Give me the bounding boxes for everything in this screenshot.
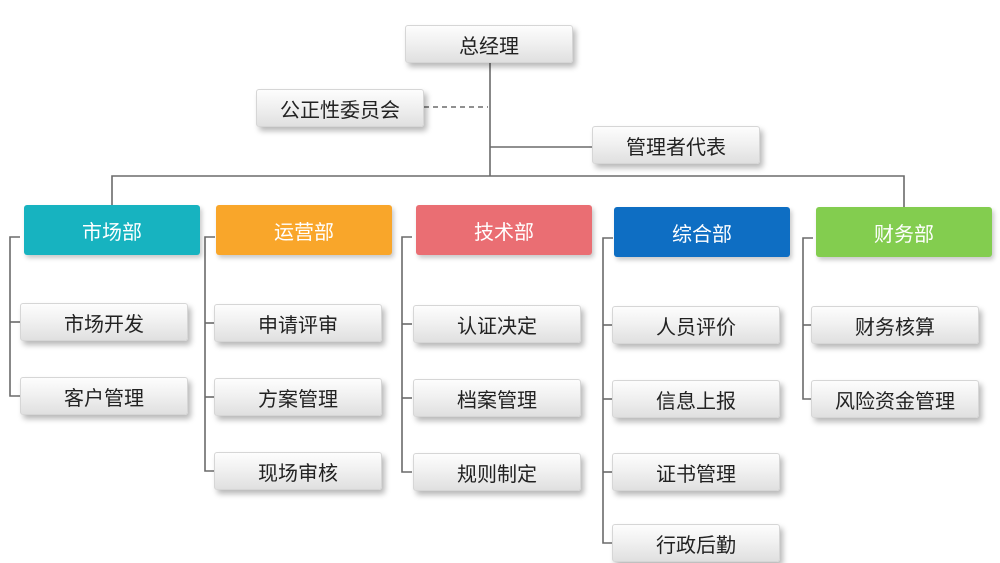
function-box: 认证决定: [413, 305, 581, 343]
function-label: 规则制定: [457, 461, 537, 486]
function-label: 档案管理: [457, 387, 537, 412]
function-label: 财务核算: [855, 314, 935, 339]
department-technical-box: 技术部: [416, 205, 592, 255]
department-finance-box: 财务部: [816, 207, 992, 257]
function-box: 申请评审: [214, 304, 382, 342]
function-label: 现场审核: [258, 460, 338, 485]
department-rail-2: [401, 236, 412, 473]
function-box: 风险资金管理: [811, 380, 979, 418]
function-box: 规则制定: [413, 453, 581, 491]
function-box: 财务核算: [811, 306, 979, 344]
impartiality-committee-box: 公正性委员会: [256, 89, 424, 127]
department-operations-box: 运营部: [216, 205, 392, 255]
function-label: 信息上报: [656, 388, 736, 413]
function-label: 客户管理: [64, 385, 144, 410]
department-label: 技术部: [474, 219, 534, 244]
ceo-box: 总经理: [405, 25, 573, 63]
function-label: 人员评价: [656, 314, 736, 339]
function-box: 档案管理: [413, 379, 581, 417]
function-label: 申请评审: [258, 312, 338, 337]
function-label: 证书管理: [656, 461, 736, 486]
function-label: 风险资金管理: [835, 388, 955, 413]
function-box: 证书管理: [612, 453, 780, 491]
impartiality-committee-label: 公正性委员会: [280, 97, 400, 122]
function-box: 现场审核: [214, 452, 382, 490]
function-box: 方案管理: [214, 378, 382, 416]
department-bus-line: [111, 175, 905, 207]
department-label: 市场部: [82, 219, 142, 244]
ceo-label: 总经理: [459, 33, 519, 58]
function-label: 行政后勤: [656, 532, 736, 557]
management-representative-label: 管理者代表: [626, 134, 726, 159]
department-rail-0: [9, 236, 20, 397]
department-market-box: 市场部: [24, 205, 200, 255]
function-box: 信息上报: [612, 380, 780, 418]
function-box: 人员评价: [612, 306, 780, 344]
department-label: 运营部: [274, 219, 334, 244]
function-box: 行政后勤: [612, 524, 780, 562]
function-label: 市场开发: [64, 311, 144, 336]
function-label: 方案管理: [258, 386, 338, 411]
department-label: 财务部: [874, 221, 934, 246]
function-label: 认证决定: [457, 313, 537, 338]
management-representative-box: 管理者代表: [592, 126, 760, 164]
department-general-box: 综合部: [614, 207, 790, 257]
function-box: 客户管理: [20, 377, 188, 415]
function-box: 市场开发: [20, 303, 188, 341]
department-rail-1: [204, 236, 215, 472]
department-label: 综合部: [672, 221, 732, 246]
